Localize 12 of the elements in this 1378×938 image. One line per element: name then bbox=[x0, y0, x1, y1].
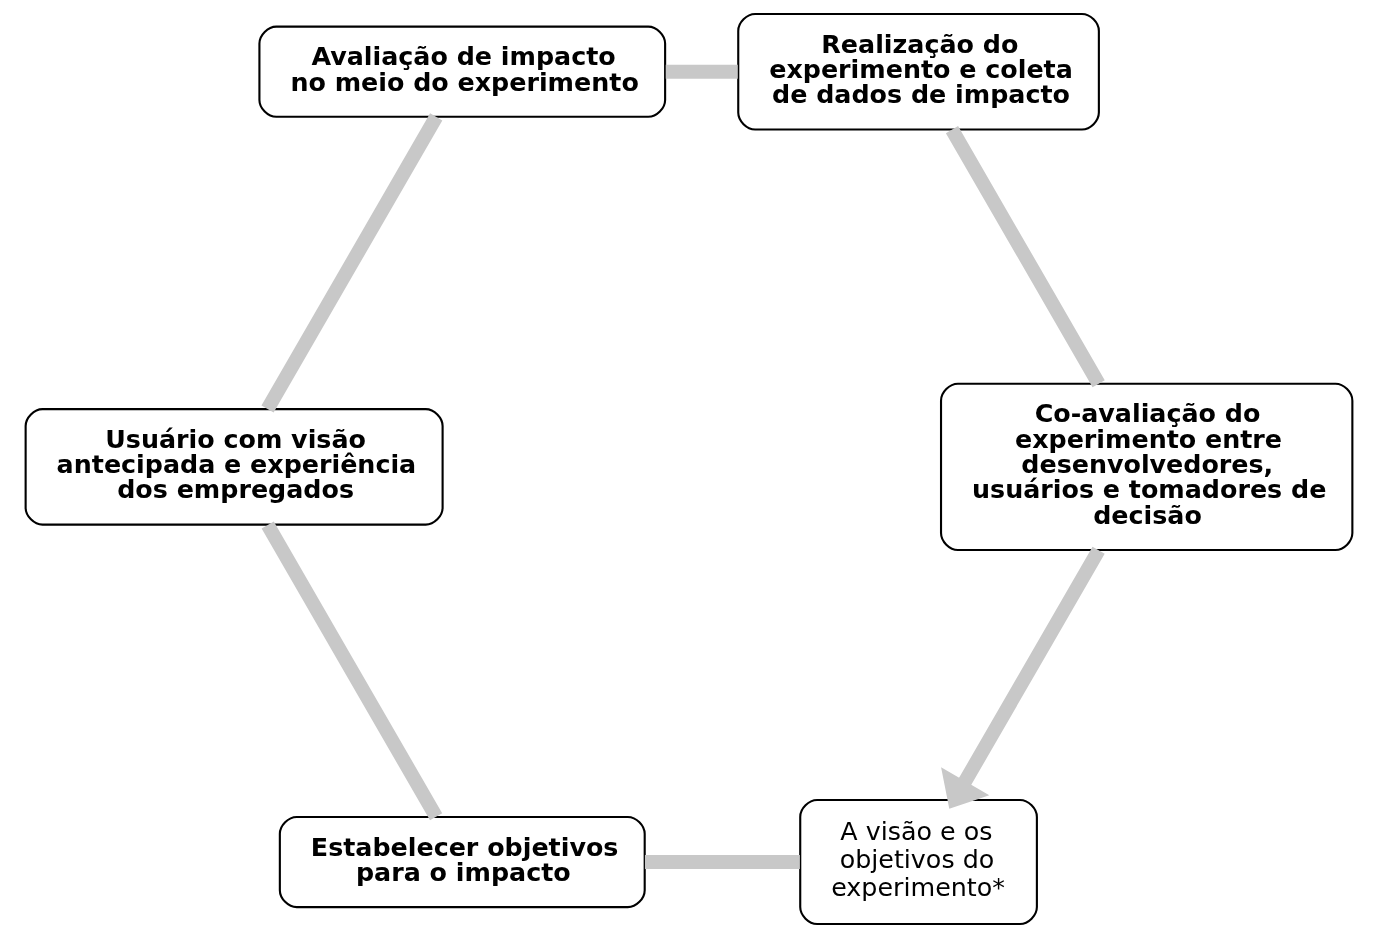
arrow bbox=[941, 546, 1105, 809]
connector bbox=[945, 126, 1105, 388]
connector bbox=[261, 521, 443, 821]
connector bbox=[644, 855, 800, 870]
connector bbox=[665, 64, 738, 79]
node-box: A visão e os objetivos do experimento* bbox=[799, 799, 1038, 926]
connector bbox=[261, 113, 443, 413]
node-box: Realização do experimento e coleta de dados de impacto bbox=[737, 12, 1100, 131]
node-box: Co-avaliação do experimento entre desenvolvedores, usuários e tomadores de decisão bbox=[939, 382, 1354, 552]
node-box: Avaliação de impacto no meio do experimento bbox=[258, 25, 667, 118]
node-box: Usuário com visão antecipada e experiência dos empregados bbox=[24, 408, 444, 526]
node-box: Estabelecer objetivos para o impacto bbox=[278, 815, 646, 909]
